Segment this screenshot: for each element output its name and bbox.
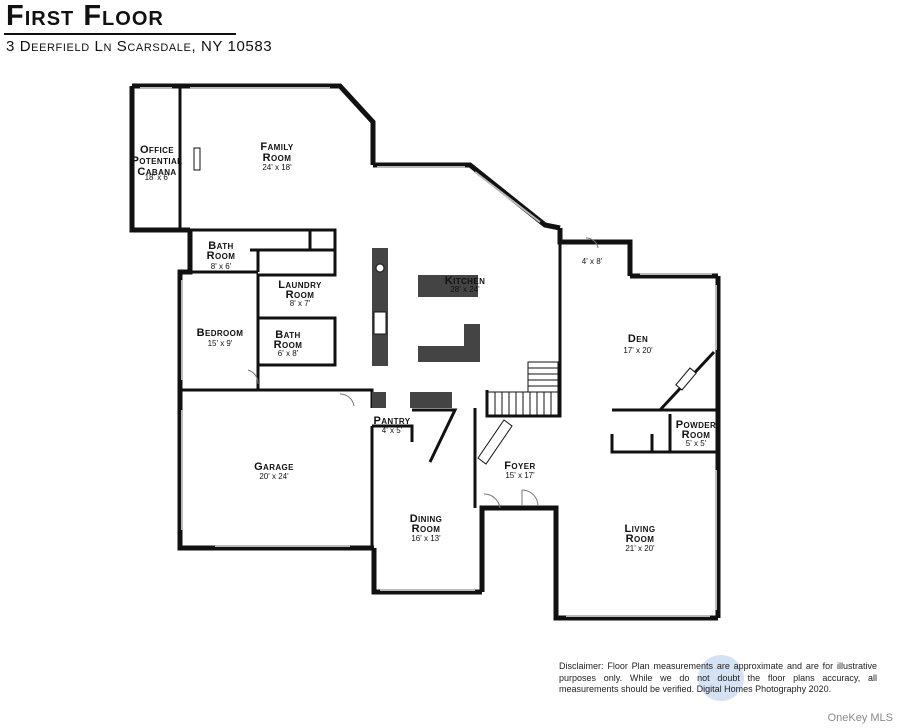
watermark-label: OneKey MLS: [827, 712, 893, 724]
living-dims: 21' x 20': [625, 544, 655, 553]
watermark-seal: [698, 655, 744, 701]
wall-dining-south: [371, 548, 482, 595]
wall-bath-laundry: [250, 230, 335, 272]
bedroom-dims: 15' x 9': [208, 339, 233, 348]
counters: [372, 248, 480, 408]
wall-family-north: [132, 83, 376, 165]
family-room-dims: 24' x 18': [262, 163, 292, 172]
property-address: 3 Deerfield Ln Scarsdale, NY 10583: [6, 38, 273, 55]
powder-dims: 5' x 5': [686, 439, 707, 448]
pantry-dims: 4' x 5': [382, 426, 403, 435]
bedroom-label: Bedroom: [197, 327, 244, 339]
wall-dining-east: [370, 408, 477, 548]
bath-2-dims: 6' x 8': [278, 349, 299, 358]
kitchen-counter-west: [372, 248, 388, 366]
foyer-label: Foyer: [504, 460, 535, 472]
office-dims: 18' x 6': [145, 173, 170, 182]
title-underline: [4, 33, 236, 35]
exterior-walls: [129, 83, 721, 621]
wall-garage-south: [177, 390, 374, 551]
garage-dims: 20' x 24': [259, 472, 289, 481]
dining-dims: 16' x 13': [411, 534, 441, 543]
bath-1-dims: 8' x 6': [211, 262, 232, 271]
counter-pantry: [410, 392, 452, 408]
disclaimer-text: Disclaimer: Floor Plan measurements are …: [559, 661, 877, 694]
kitchen-dims: 28' x 24': [450, 285, 480, 294]
kitchen-peninsula: [418, 324, 480, 362]
wall-kitchen-north: [373, 162, 561, 231]
wall-pantry: [372, 408, 458, 463]
kitchen-island: [418, 275, 478, 297]
wall-closet: [557, 228, 633, 276]
wall-bath-block: [190, 228, 337, 390]
kitchen-label: Kitchen: [445, 275, 486, 287]
laundry-dims: 8' x 7': [290, 299, 311, 308]
pantry-label: Pantry: [374, 415, 411, 427]
appliances: [193, 147, 697, 391]
doors: [247, 237, 599, 509]
foyer-dims: 15' x 17': [505, 471, 535, 480]
windows: [140, 87, 717, 617]
counter-garage-north: [372, 392, 386, 408]
closet-dims: 4' x 8': [582, 257, 603, 266]
garage-label: Garage: [254, 461, 294, 473]
wall-living-south: [479, 505, 718, 621]
wall-laundry-south: [258, 316, 337, 367]
page-title: First Floor: [6, 0, 164, 32]
stairs: [477, 361, 559, 465]
den-dims: 17' x 20': [623, 346, 653, 355]
den-label: Den: [628, 333, 648, 345]
wall-office-west: [129, 86, 190, 233]
wall-powder: [610, 414, 718, 454]
wall-garage-north: [180, 388, 374, 408]
